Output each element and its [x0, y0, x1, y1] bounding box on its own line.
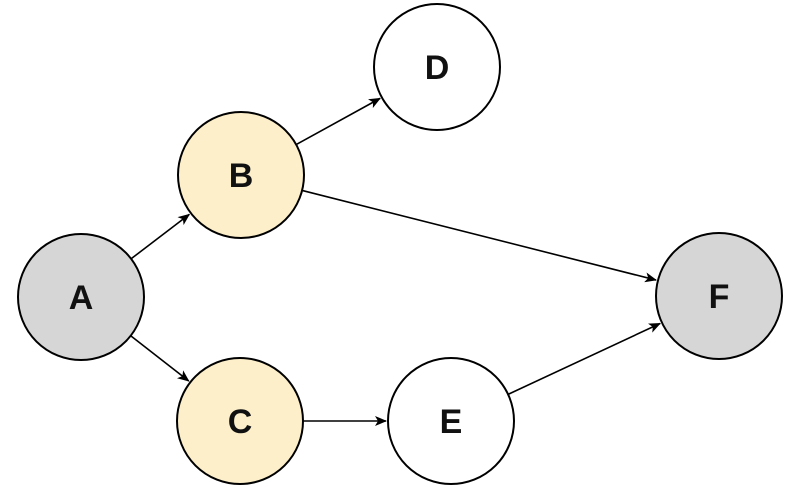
node-B-label: B — [229, 157, 254, 195]
edge-B-D — [295, 97, 381, 146]
node-F: F — [655, 232, 783, 360]
node-A-circle — [17, 233, 145, 361]
node-C-circle — [176, 357, 304, 485]
edges-layer — [130, 97, 661, 426]
node-D-label: D — [425, 49, 450, 87]
edge-A-C — [130, 335, 190, 382]
node-B-circle — [177, 111, 305, 239]
node-F-circle — [655, 232, 783, 360]
node-E: E — [387, 357, 515, 485]
node-C: C — [176, 357, 304, 485]
node-D: D — [373, 3, 501, 131]
node-B: B — [177, 111, 305, 239]
node-D-circle — [373, 3, 501, 131]
nodes-layer: A B C D E F — [17, 3, 783, 485]
edge-A-B — [130, 213, 191, 260]
edge-B-F — [301, 189, 657, 283]
node-A: A — [17, 233, 145, 361]
node-E-label: E — [440, 403, 463, 441]
node-F-label: F — [709, 278, 730, 316]
node-A-label: A — [69, 279, 94, 317]
node-E-circle — [387, 357, 515, 485]
node-C-label: C — [228, 403, 253, 441]
edge-E-F — [507, 322, 661, 396]
